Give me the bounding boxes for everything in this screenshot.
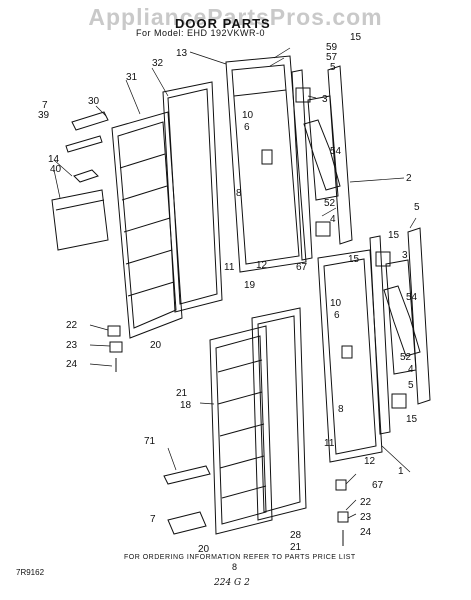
callout-67-upper: 67 xyxy=(296,262,308,273)
fresh-food-gasket xyxy=(251,307,307,521)
hardware-left xyxy=(107,325,123,372)
page-number: 8 xyxy=(232,562,238,572)
watermark: AppliancePartsPros.com xyxy=(88,4,383,30)
shelf-bar-39 xyxy=(65,135,103,153)
callout-5-c: 5 xyxy=(408,380,414,391)
callout-8-upper: 8 xyxy=(236,188,242,199)
callout-59: 59 xyxy=(326,42,338,53)
callout-54-upper: 54 xyxy=(330,146,342,157)
callout-52-upper: 52 xyxy=(324,198,336,209)
callout-11-upper: 11 xyxy=(224,262,235,273)
callout-11-lower: 11 xyxy=(324,438,335,449)
callout-10-lower: 10 xyxy=(330,298,342,309)
callout-4-lower: 4 xyxy=(408,364,414,375)
shelf-40 xyxy=(51,189,109,251)
callout-67-lower: 67 xyxy=(372,480,384,491)
callout-39: 39 xyxy=(38,110,50,121)
callout-3-lower: 3 xyxy=(402,250,408,261)
callout-21-upper: 21 xyxy=(176,388,188,399)
callout-30: 30 xyxy=(88,96,100,107)
callout-12-upper: 12 xyxy=(256,260,268,271)
callout-15-a: 15 xyxy=(350,32,362,43)
callout-6-lower: 6 xyxy=(334,310,340,321)
shelf-bar-71 xyxy=(163,465,211,485)
door-handle-upper xyxy=(303,119,341,191)
callout-71: 71 xyxy=(144,436,156,447)
model-line: For Model: EHD 192VKWR-0 xyxy=(136,28,266,38)
callout-4-upper: 4 xyxy=(330,214,336,225)
callout-14: 14 xyxy=(48,154,60,165)
callout-40: 40 xyxy=(50,164,62,175)
callout-5-b: 5 xyxy=(414,202,420,213)
hinge-channel-lower xyxy=(369,227,431,435)
callout-57: 57 xyxy=(326,52,338,63)
handwritten-note: 224 G 2 xyxy=(214,578,250,588)
callout-15-b: 15 xyxy=(388,230,400,241)
callout-20-upper: 20 xyxy=(150,340,162,351)
hardware-bottom-right xyxy=(335,479,349,546)
callout-22-left: 22 xyxy=(66,320,78,331)
hinge-30 xyxy=(71,111,109,131)
callout-28: 28 xyxy=(290,530,302,541)
hinge-channel-upper xyxy=(291,65,353,261)
bracket-7-lower xyxy=(167,511,207,535)
door-handle-lower xyxy=(383,285,421,357)
callout-52-lower: 52 xyxy=(400,352,412,363)
callout-2: 2 xyxy=(406,173,412,184)
callout-22-right: 22 xyxy=(360,497,372,508)
freezer-door-outer-panel xyxy=(225,55,307,273)
freezer-door-liner xyxy=(111,111,183,339)
callout-19: 19 xyxy=(244,280,256,291)
page-title: DOOR PARTS xyxy=(175,16,271,31)
callout-23-right: 23 xyxy=(360,512,372,523)
document-code: 7R9162 xyxy=(16,568,45,577)
freezer-door-gasket xyxy=(162,81,223,313)
callout-21-lower: 21 xyxy=(290,542,302,553)
callout-24-left: 24 xyxy=(66,359,78,370)
callout-10-upper: 10 xyxy=(242,110,254,121)
callout-32: 32 xyxy=(152,58,164,69)
callout-24-right: 24 xyxy=(360,527,372,538)
callout-13: 13 xyxy=(176,48,188,59)
callout-5-a: 5 xyxy=(330,62,336,73)
fresh-food-door-liner xyxy=(209,325,273,535)
callout-7-lower: 7 xyxy=(150,514,156,525)
callout-3-upper: 3 xyxy=(322,94,328,105)
fresh-food-outer-panel xyxy=(317,249,383,463)
callout-8-lower: 8 xyxy=(338,404,344,415)
callout-54-lower: 54 xyxy=(406,292,418,303)
callout-1: 1 xyxy=(398,466,404,477)
ordering-note: FOR ORDERING INFORMATION REFER TO PARTS … xyxy=(124,554,356,561)
callout-12-lower: 12 xyxy=(364,456,376,467)
callout-18: 18 xyxy=(180,400,192,411)
callout-15-d: 15 xyxy=(406,414,418,425)
callout-7-upper: 7 xyxy=(42,100,48,111)
callout-6-upper: 6 xyxy=(244,122,250,133)
callout-20-lower: 20 xyxy=(198,544,210,555)
callout-23-left: 23 xyxy=(66,340,78,351)
callout-15-c: 15 xyxy=(348,254,360,265)
clip-14 xyxy=(73,169,99,183)
callout-31: 31 xyxy=(126,72,138,83)
